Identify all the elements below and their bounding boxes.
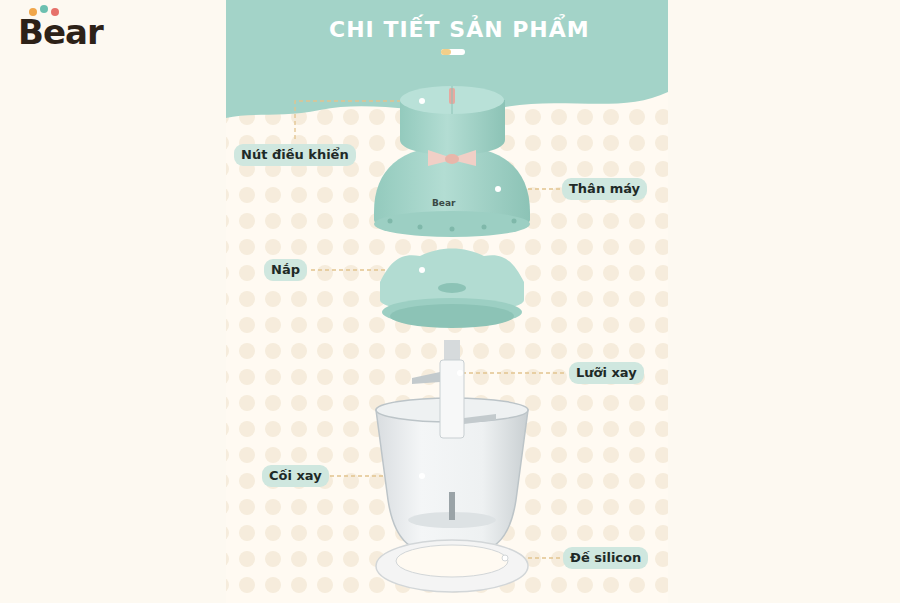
page-title: CHI TIẾT SẢN PHẨM (329, 16, 590, 44)
part-label: Nút điều khiển (234, 144, 356, 166)
brand-logo: Bear (18, 13, 103, 51)
body-logo: Bear (432, 198, 455, 209)
part-label: Nắp (264, 259, 307, 281)
part-label: Cối xay (262, 465, 329, 487)
part-label: Lưỡi xay (569, 362, 644, 384)
part-label: Đế silicon (563, 547, 648, 569)
part-label: Thân máy (562, 178, 647, 200)
